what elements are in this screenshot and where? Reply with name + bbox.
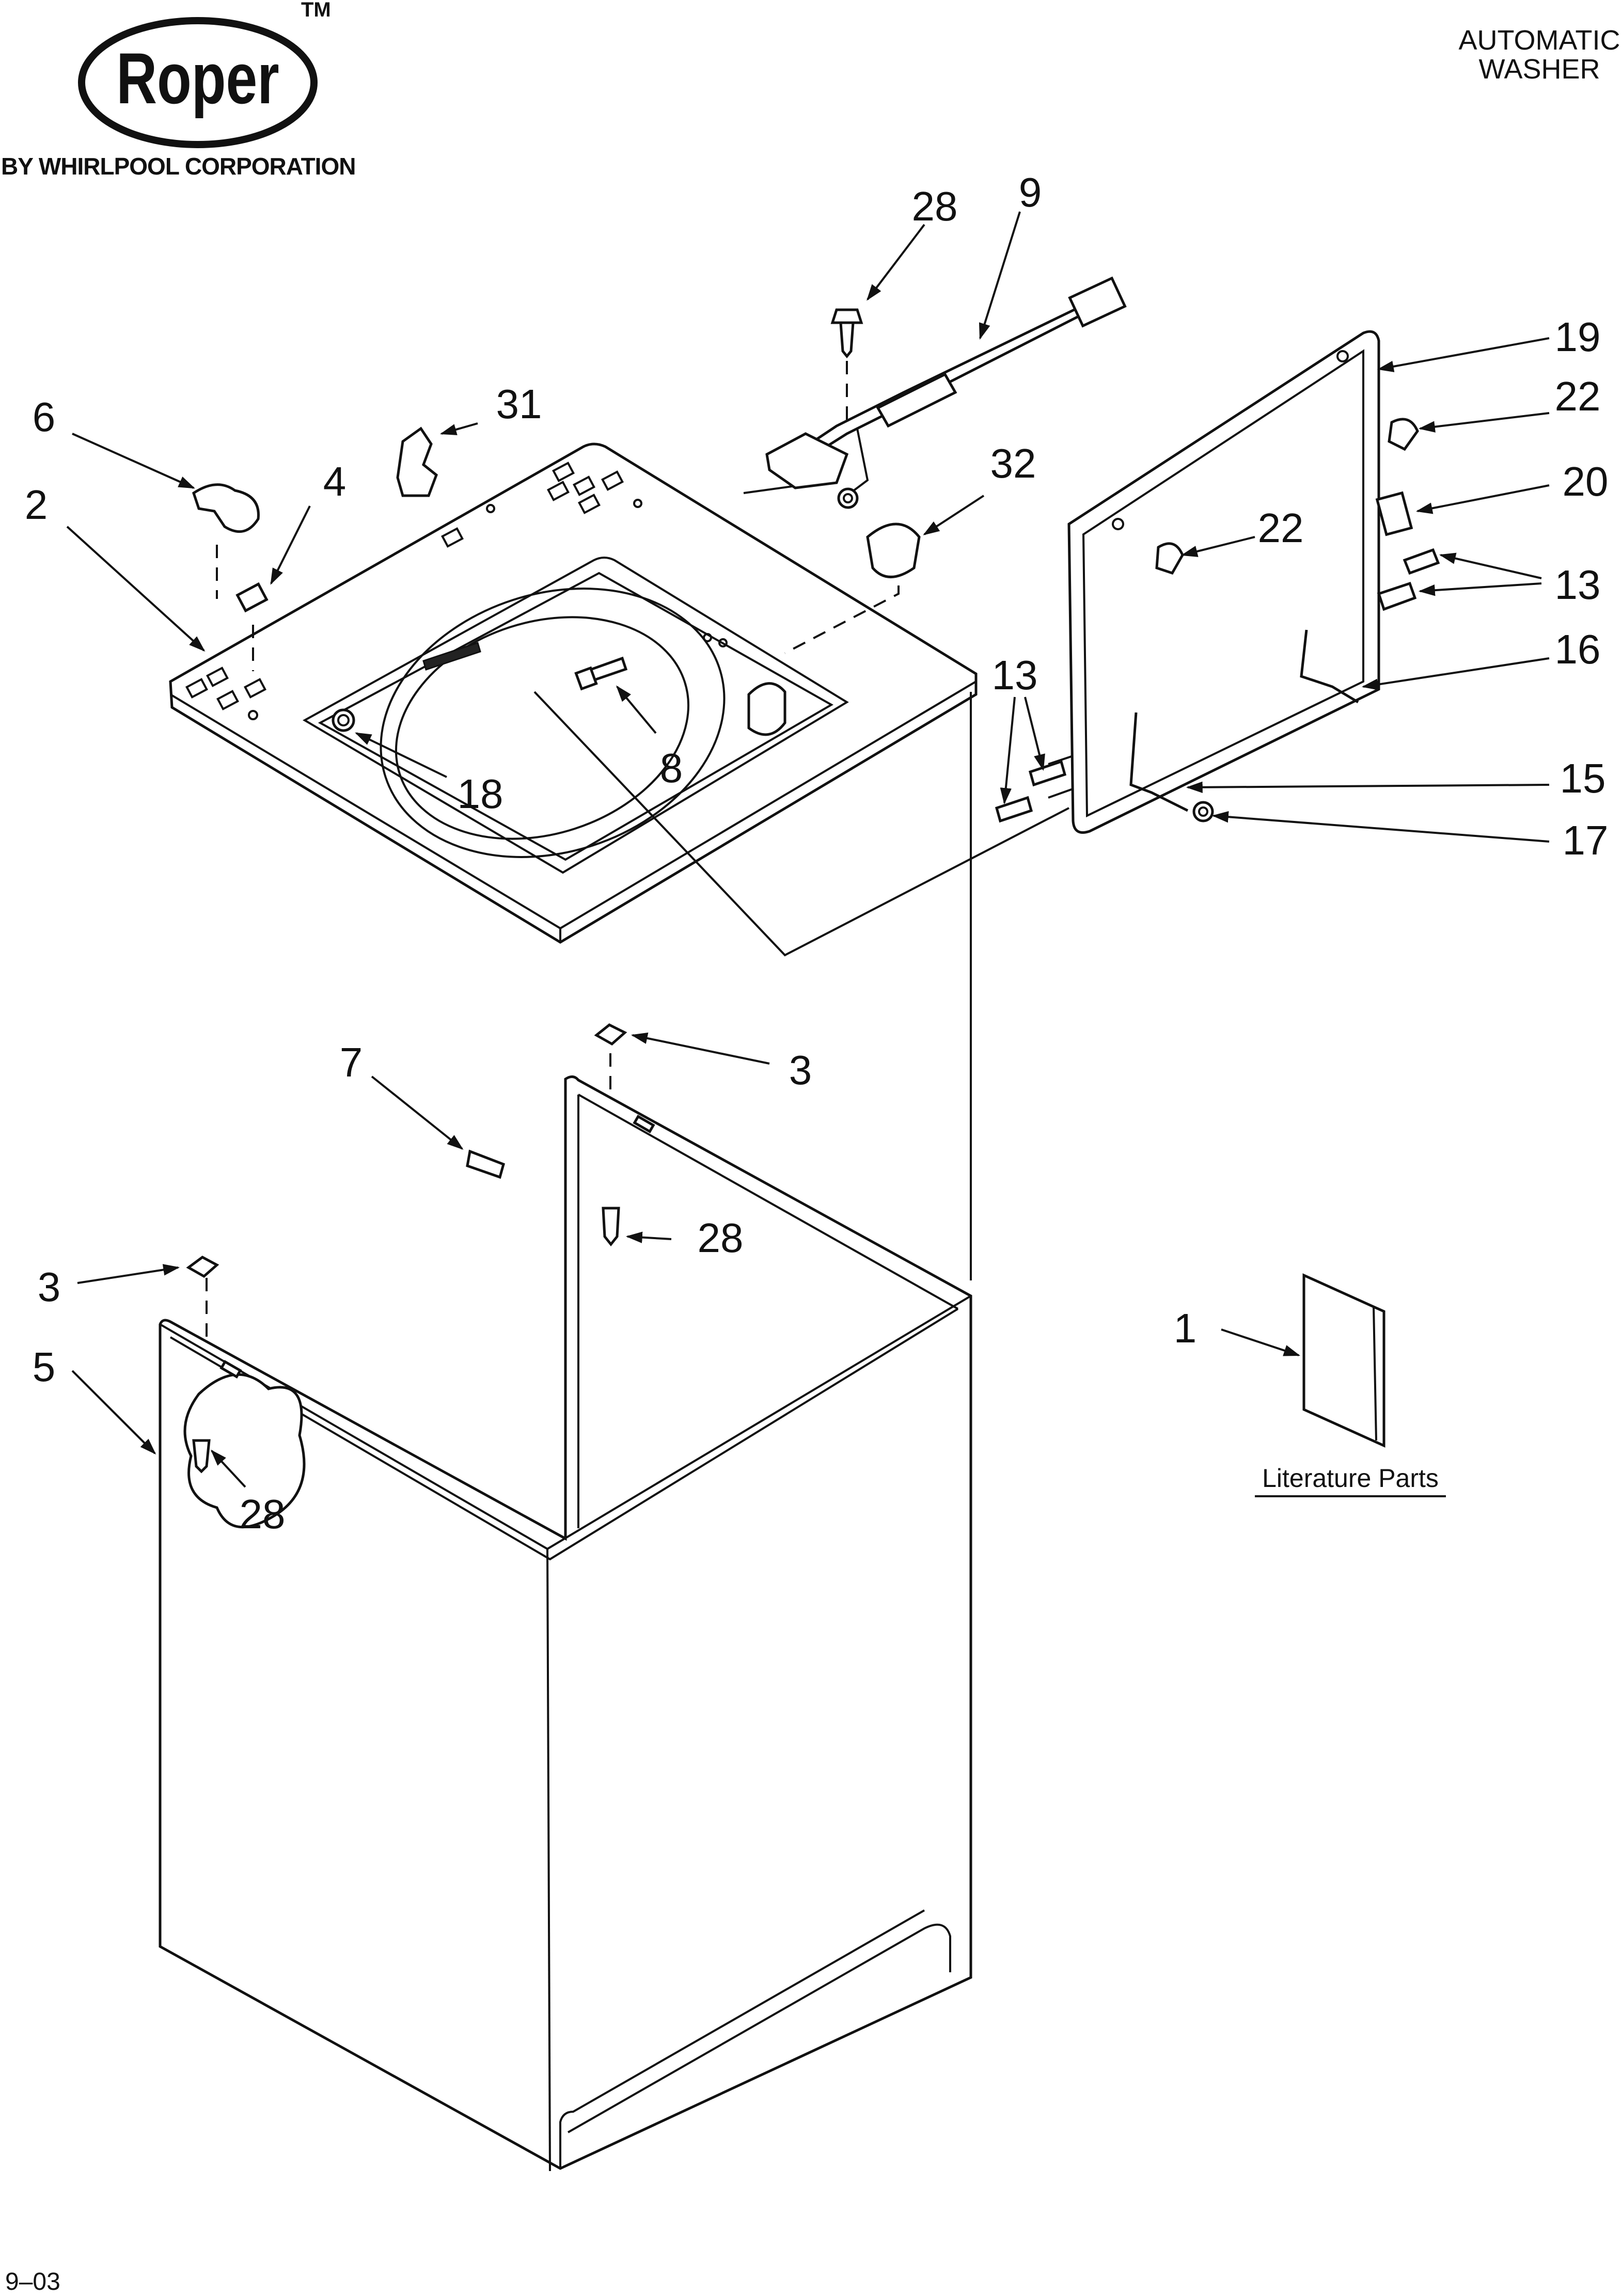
callout-5: 5 (33, 1344, 56, 1390)
roper-logo: Roper TM (78, 0, 331, 148)
callout-labels: 28 9 19 22 20 31 6 4 2 32 22 13 16 13 8 … (25, 169, 1609, 1537)
callout-2: 2 (25, 482, 48, 528)
washer-cabinet (159, 1075, 972, 2172)
callout-13: 13 (992, 652, 1038, 698)
title-line-2: WASHER (1478, 54, 1600, 85)
callout-7: 7 (340, 1039, 363, 1085)
wire-harness (765, 276, 1127, 509)
bolt (466, 1149, 506, 1179)
callout-22: 22 (1258, 505, 1304, 551)
callout-1: 1 (1174, 1305, 1197, 1351)
literature-parts: Literature Parts (1255, 1273, 1446, 1497)
bracket (192, 483, 260, 533)
callout-3: 3 (38, 1264, 61, 1310)
callout-20: 20 (1563, 458, 1609, 504)
title-line-1: AUTOMATIC (1458, 25, 1620, 56)
screw (830, 308, 863, 359)
footer-code: 9–03 (5, 2268, 60, 2295)
callout-4: 4 (323, 458, 347, 504)
clip (186, 1256, 219, 1278)
lid-frame (995, 330, 1440, 834)
pad (866, 522, 921, 578)
callout-28: 28 (912, 183, 958, 229)
callout-17: 17 (1563, 817, 1609, 863)
callout-19: 19 (1555, 314, 1601, 360)
logo-text: Roper (116, 38, 279, 119)
callout-9: 9 (1019, 169, 1042, 215)
logo-byline: BY WHIRLPOOL CORPORATION (1, 153, 355, 180)
clip (594, 1023, 627, 1046)
callout-3: 3 (789, 1047, 812, 1093)
callout-6: 6 (33, 394, 56, 440)
trademark-mark: TM (301, 0, 331, 21)
callout-31: 31 (496, 381, 542, 427)
callout-28: 28 (698, 1215, 744, 1261)
callout-22: 22 (1555, 373, 1601, 419)
callout-13: 13 (1555, 562, 1601, 608)
screw (602, 1207, 620, 1247)
callout-32: 32 (990, 440, 1036, 486)
callout-28: 28 (240, 1491, 286, 1537)
literature-label: Literature Parts (1262, 1464, 1439, 1493)
leader-lines (66, 211, 1550, 1488)
clip (396, 426, 438, 497)
callout-16: 16 (1555, 626, 1601, 672)
callout-15: 15 (1560, 755, 1606, 801)
callout-8: 8 (660, 745, 683, 791)
document-title: AUTOMATIC WASHER (1458, 25, 1620, 85)
callout-18: 18 (458, 771, 503, 817)
washer-top (169, 442, 978, 944)
clip (235, 582, 269, 613)
guide-line (533, 691, 1069, 957)
